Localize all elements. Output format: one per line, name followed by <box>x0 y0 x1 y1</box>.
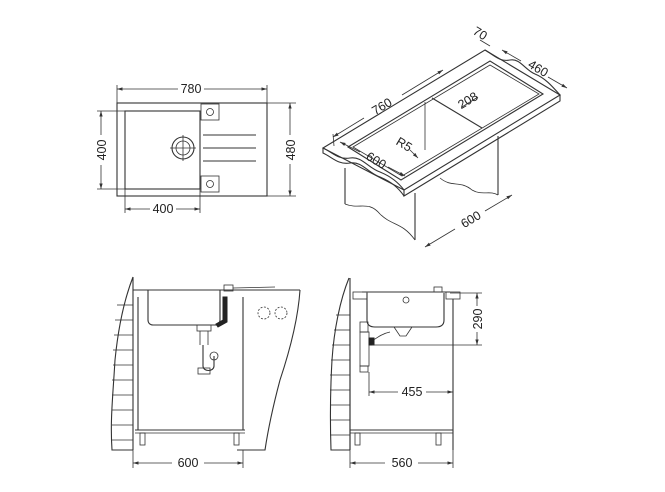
dim-drain-offset: 455 <box>402 385 423 399</box>
dim-cabinet-depth-iso: 600 <box>458 208 483 231</box>
dim-cabinet-width: 600 <box>178 456 199 470</box>
dim-bowl-height: 290 <box>471 309 485 330</box>
top-view: 780 480 400 400 <box>95 82 298 216</box>
side-section-view: 290 455 560 <box>329 277 485 470</box>
dim-overall-width: 780 <box>181 82 202 96</box>
dim-overall-depth: 480 <box>284 140 298 161</box>
dim-drainer-width: 208 <box>455 89 480 112</box>
dim-cutout-length: 760 <box>369 95 394 118</box>
front-section-view: 600 <box>110 276 301 470</box>
dim-side-cabinet-depth: 560 <box>392 456 413 470</box>
dim-countertop-depth: 600 <box>364 149 389 172</box>
dim-edge-offset: 70 <box>470 24 489 43</box>
dim-bowl-width: 400 <box>153 202 174 216</box>
dim-bowl-depth: 400 <box>95 140 109 161</box>
isometric-view: 760 70 460 208 R5 600 600 <box>321 24 568 248</box>
